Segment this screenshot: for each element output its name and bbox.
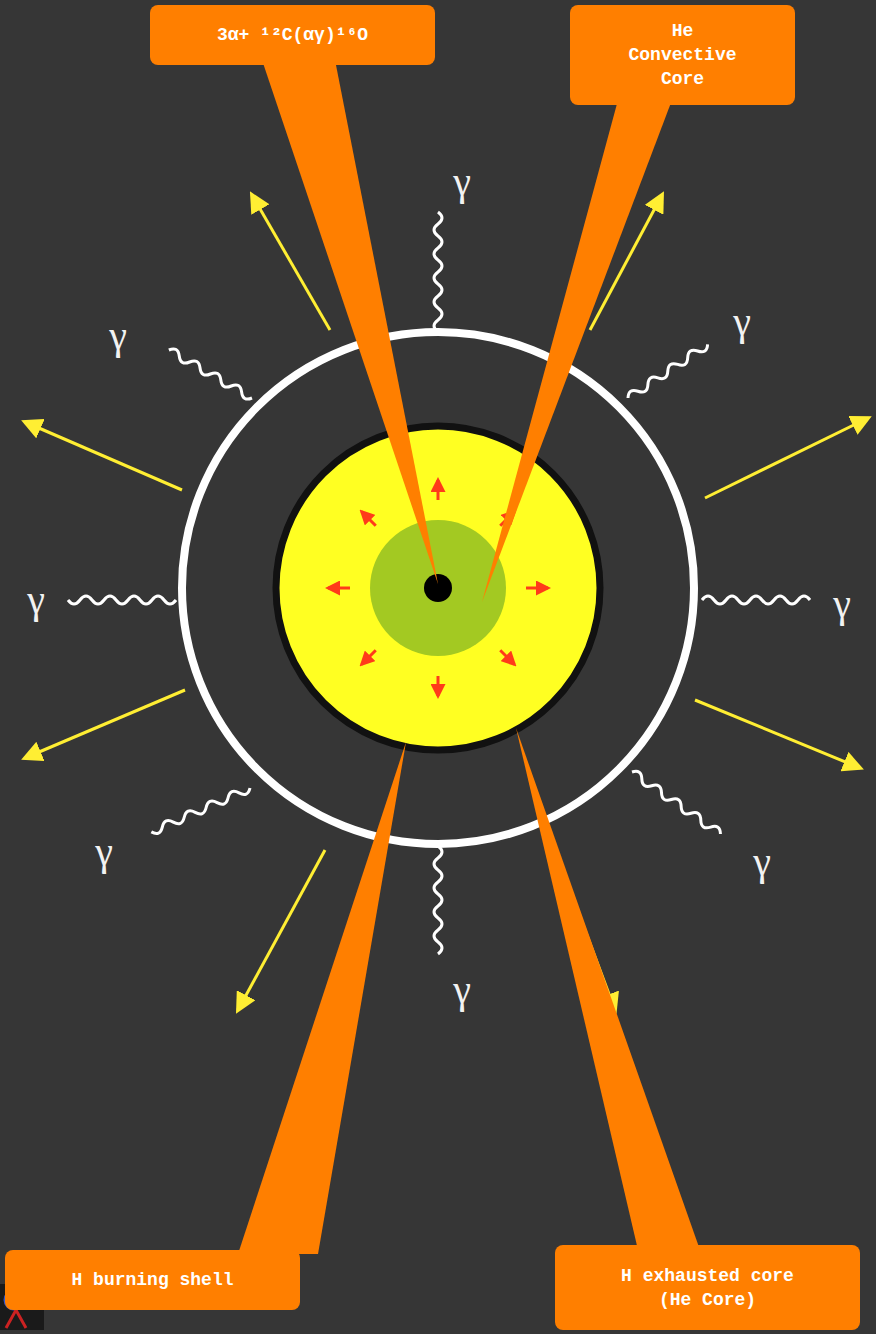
callout-pointers [238, 60, 700, 1254]
callout-text: H exhausted core (He Core) [608, 1264, 808, 1312]
gamma-symbol: γ [27, 580, 45, 620]
star-surface [182, 332, 694, 844]
gamma-symbol: γ [453, 970, 471, 1010]
gamma-symbol: γ [453, 162, 471, 202]
gamma-symbol: γ [833, 584, 851, 624]
gamma-symbol: γ [753, 842, 771, 882]
gamma-symbol: γ [109, 316, 127, 356]
gamma-symbol: γ [733, 302, 751, 342]
light-arrows [25, 195, 868, 1010]
convective-core [370, 520, 506, 656]
callout-text: He Convective Core [618, 19, 748, 91]
gamma-symbol: γ [95, 832, 113, 872]
he-core-callout: H exhausted core (He Core) [555, 1245, 860, 1330]
helium-core [276, 426, 600, 750]
callout-text: H burning shell [18, 1268, 288, 1292]
burning-center [424, 574, 452, 602]
reaction-callout: 3α+ ¹²C(αγ)¹⁶O [150, 5, 435, 65]
gamma-rays [68, 212, 810, 954]
core-callout: He Convective Core [570, 5, 795, 105]
callout-text: 3α+ ¹²C(αγ)¹⁶O [160, 23, 425, 47]
shell-callout: H burning shell [5, 1250, 300, 1310]
